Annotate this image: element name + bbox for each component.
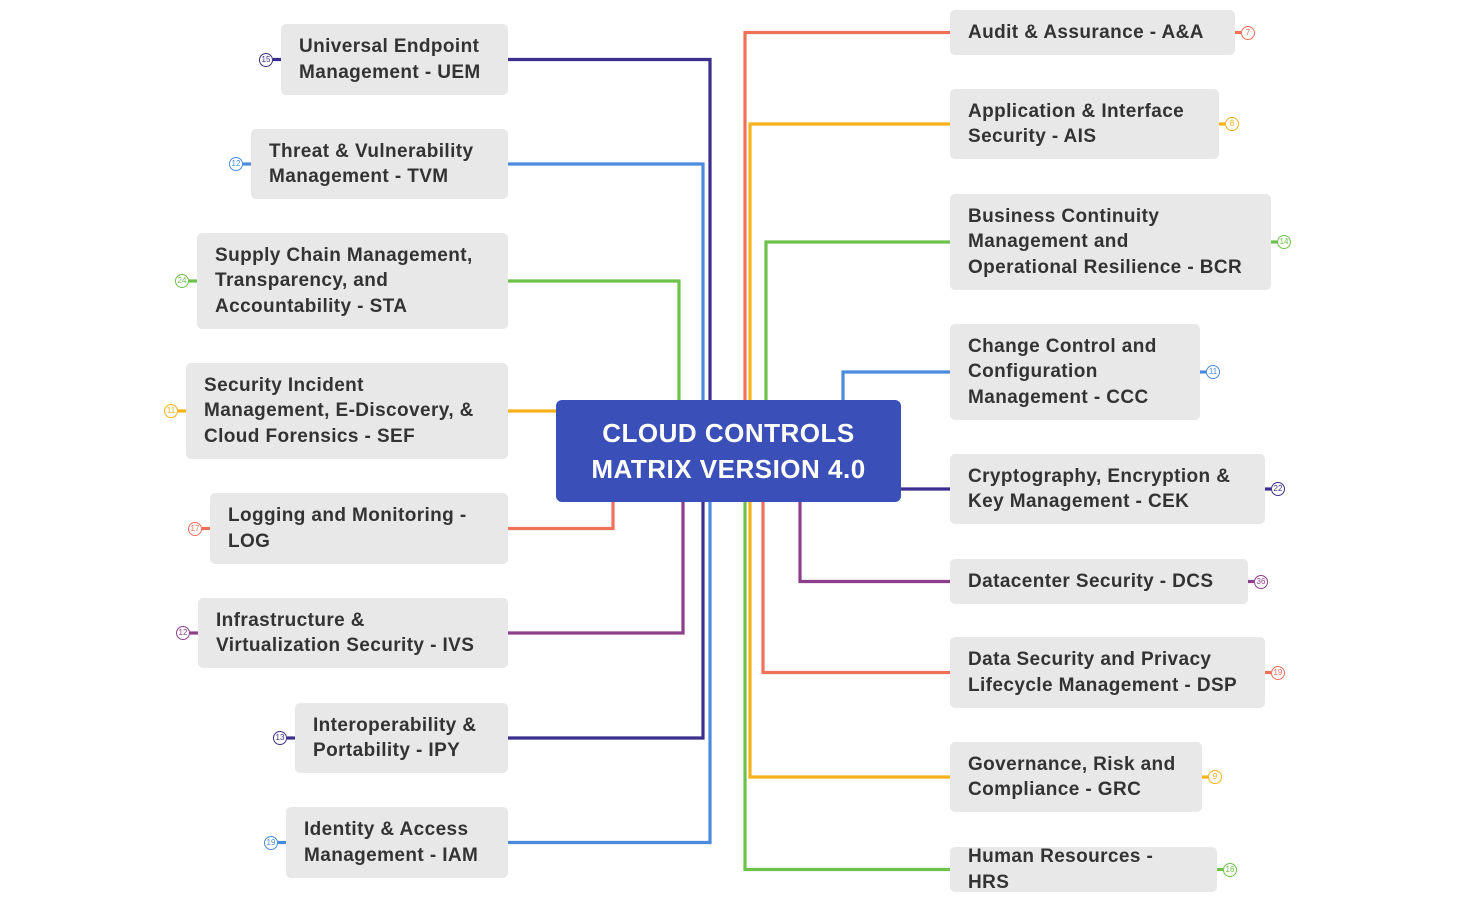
connector-iam	[508, 502, 712, 845]
subtopic-count-badge[interactable]: 19	[264, 835, 278, 850]
topic-dsp[interactable]: Data Security and Privacy Lifecycle Mana…	[950, 637, 1265, 708]
connector-grc	[748, 502, 950, 779]
central-topic[interactable]: CLOUD CONTROLS MATRIX VERSION 4.0	[556, 400, 901, 502]
connector-ais	[748, 122, 950, 400]
connector-ccc	[841, 370, 950, 400]
topic-cek[interactable]: Cryptography, Encryption & Key Managemen…	[950, 454, 1265, 524]
topic-label: Identity & Access Management - IAM	[304, 819, 479, 866]
subtopic-count-badge[interactable]: 24	[175, 274, 189, 288]
connector-uem	[508, 57, 712, 400]
subtopic-count-badge[interactable]: 11	[164, 404, 178, 418]
topic-label: Supply Chain Management, Transparency, a…	[215, 244, 473, 317]
connector-sta	[508, 279, 681, 400]
topic-uem[interactable]: Universal Endpoint Management - UEM	[281, 24, 508, 95]
subtopic-count-badge[interactable]: 8	[1225, 117, 1239, 131]
topic-label: Interoperability & Portability - IPY	[313, 714, 477, 762]
topic-ivs[interactable]: Infrastructure & Virtualization Security…	[198, 598, 508, 668]
subtopic-count-badge[interactable]: 14	[1277, 235, 1291, 249]
topic-hrs[interactable]: Human Resources - HRS	[950, 846, 1217, 893]
connector-bcr	[764, 240, 950, 400]
subtopic-count-badge[interactable]: 15	[259, 52, 273, 67]
topic-label: Datacenter Security - DCS	[968, 570, 1214, 592]
connector-hrs	[743, 502, 950, 872]
topic-iam[interactable]: Identity & Access Management - IAM	[286, 807, 508, 878]
topic-bcr[interactable]: Business Continuity Management and Opera…	[950, 194, 1271, 290]
topic-log[interactable]: Logging and Monitoring - LOG	[210, 493, 508, 564]
topic-label: Universal Endpoint Management - UEM	[299, 36, 481, 83]
subtopic-count-badge[interactable]: 36	[1254, 574, 1268, 589]
topic-label: Logging and Monitoring - LOG	[228, 505, 467, 552]
topic-label: Change Control and Configuration Managem…	[968, 335, 1157, 408]
topic-sta[interactable]: Supply Chain Management, Transparency, a…	[197, 233, 508, 329]
topic-label: Audit & Assurance - A&A	[968, 21, 1204, 43]
connector-ivs	[508, 502, 685, 635]
topic-label: Business Continuity Management and Opera…	[968, 205, 1243, 278]
topic-tvm[interactable]: Threat & Vulnerability Management - TVM	[251, 129, 508, 199]
topic-sef[interactable]: Security Incident Management, E-Discover…	[186, 363, 508, 459]
connector-dcs	[798, 502, 950, 584]
topic-label: Human Resources - HRS	[968, 846, 1154, 893]
connector-ipy	[508, 502, 705, 740]
topic-grc[interactable]: Governance, Risk and Compliance - GRC	[950, 742, 1202, 812]
topic-dcs[interactable]: Datacenter Security - DCS	[950, 559, 1248, 604]
subtopic-count-badge[interactable]: 11	[1206, 365, 1220, 379]
topic-label: Application & Interface Security - AIS	[968, 100, 1185, 148]
topic-aa[interactable]: Audit & Assurance - A&A	[950, 10, 1235, 55]
subtopic-count-badge[interactable]: 16	[1223, 862, 1237, 877]
connector-dsp	[761, 502, 950, 675]
topic-label: Threat & Vulnerability Management - TVM	[269, 140, 474, 188]
subtopic-count-badge[interactable]: 7	[1241, 25, 1255, 40]
connector-aa	[743, 30, 950, 400]
subtopic-count-badge[interactable]: 17	[188, 521, 202, 536]
subtopic-count-badge[interactable]: 12	[229, 157, 243, 171]
subtopic-count-badge[interactable]: 19	[1271, 665, 1285, 680]
topic-ais[interactable]: Application & Interface Security - AIS	[950, 89, 1219, 159]
topic-label: Cryptography, Encryption & Key Managemen…	[968, 465, 1231, 513]
central-topic-title: CLOUD CONTROLS MATRIX VERSION 4.0	[591, 418, 866, 484]
topic-label: Infrastructure & Virtualization Security…	[216, 609, 475, 657]
subtopic-count-badge[interactable]: 9	[1208, 770, 1222, 784]
connector-tvm	[508, 162, 705, 400]
topic-label: Security Incident Management, E-Discover…	[204, 374, 474, 447]
subtopic-count-badge[interactable]: 12	[176, 626, 190, 640]
subtopic-count-badge[interactable]: 13	[273, 731, 287, 745]
subtopic-count-badge[interactable]: 22	[1271, 482, 1285, 496]
connector-log	[508, 502, 615, 531]
topic-label: Data Security and Privacy Lifecycle Mana…	[968, 649, 1238, 696]
topic-ccc[interactable]: Change Control and Configuration Managem…	[950, 324, 1200, 420]
topic-ipy[interactable]: Interoperability & Portability - IPY	[295, 703, 508, 773]
topic-label: Governance, Risk and Compliance - GRC	[968, 753, 1176, 801]
